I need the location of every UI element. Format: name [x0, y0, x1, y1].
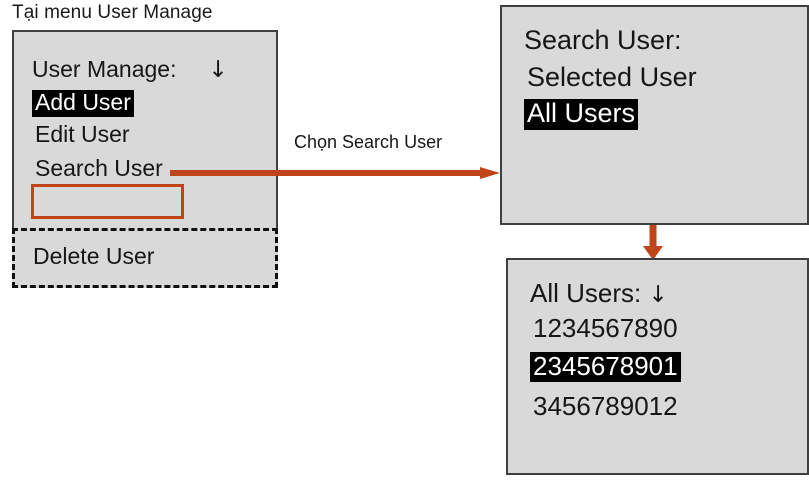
user-manage-title: User Manage:	[32, 56, 177, 82]
all-users-title: All Users:	[530, 278, 642, 308]
menu-item-add-user-label: Add User	[32, 90, 134, 117]
list-item[interactable]: 2345678901	[530, 352, 681, 382]
option-all-users[interactable]: All Users	[524, 99, 639, 130]
menu-item-edit-user[interactable]: Edit User	[32, 122, 133, 149]
menu-item-delete-user[interactable]: Delete User	[12, 228, 278, 288]
transition-label-choose-search-user: Chọn Search User	[294, 132, 443, 152]
arrow-down-icon	[643, 222, 663, 260]
lcd-panel-all-users: All Users: ↓ 1234567890 2345678901 34567…	[506, 258, 809, 475]
scroll-down-icon: ↓	[648, 282, 668, 308]
menu-item-search-user[interactable]: Search User	[32, 156, 166, 183]
lcd-panel-user-manage: User Manage: ↓ Add User Edit User Search …	[12, 30, 278, 232]
page-title: Tại menu User Manage	[12, 2, 213, 23]
user-id-label: 3456789012	[533, 391, 678, 421]
option-all-users-label: All Users	[524, 99, 639, 130]
search-user-title: Search User:	[524, 25, 682, 55]
arrow-right-icon	[170, 167, 500, 179]
user-id-label: 1234567890	[533, 313, 678, 343]
all-users-title-row: All Users: ↓	[530, 280, 668, 307]
list-item[interactable]: 1234567890	[530, 314, 681, 344]
menu-item-edit-user-label: Edit User	[35, 121, 130, 147]
lcd-panel-search-user: Search User: Selected User All Users	[500, 5, 809, 225]
menu-item-delete-user-label: Delete User	[33, 243, 155, 269]
user-manage-title-row: User Manage: ↓	[32, 58, 228, 82]
scroll-down-icon: ↓	[208, 57, 228, 83]
search-user-highlight-box	[31, 184, 184, 219]
option-selected-user[interactable]: Selected User	[524, 63, 700, 94]
menu-item-search-user-label: Search User	[35, 155, 163, 181]
option-selected-user-label: Selected User	[527, 62, 697, 92]
list-item[interactable]: 3456789012	[530, 392, 681, 422]
user-id-label: 2345678901	[530, 352, 681, 382]
menu-item-add-user[interactable]: Add User	[32, 90, 134, 117]
